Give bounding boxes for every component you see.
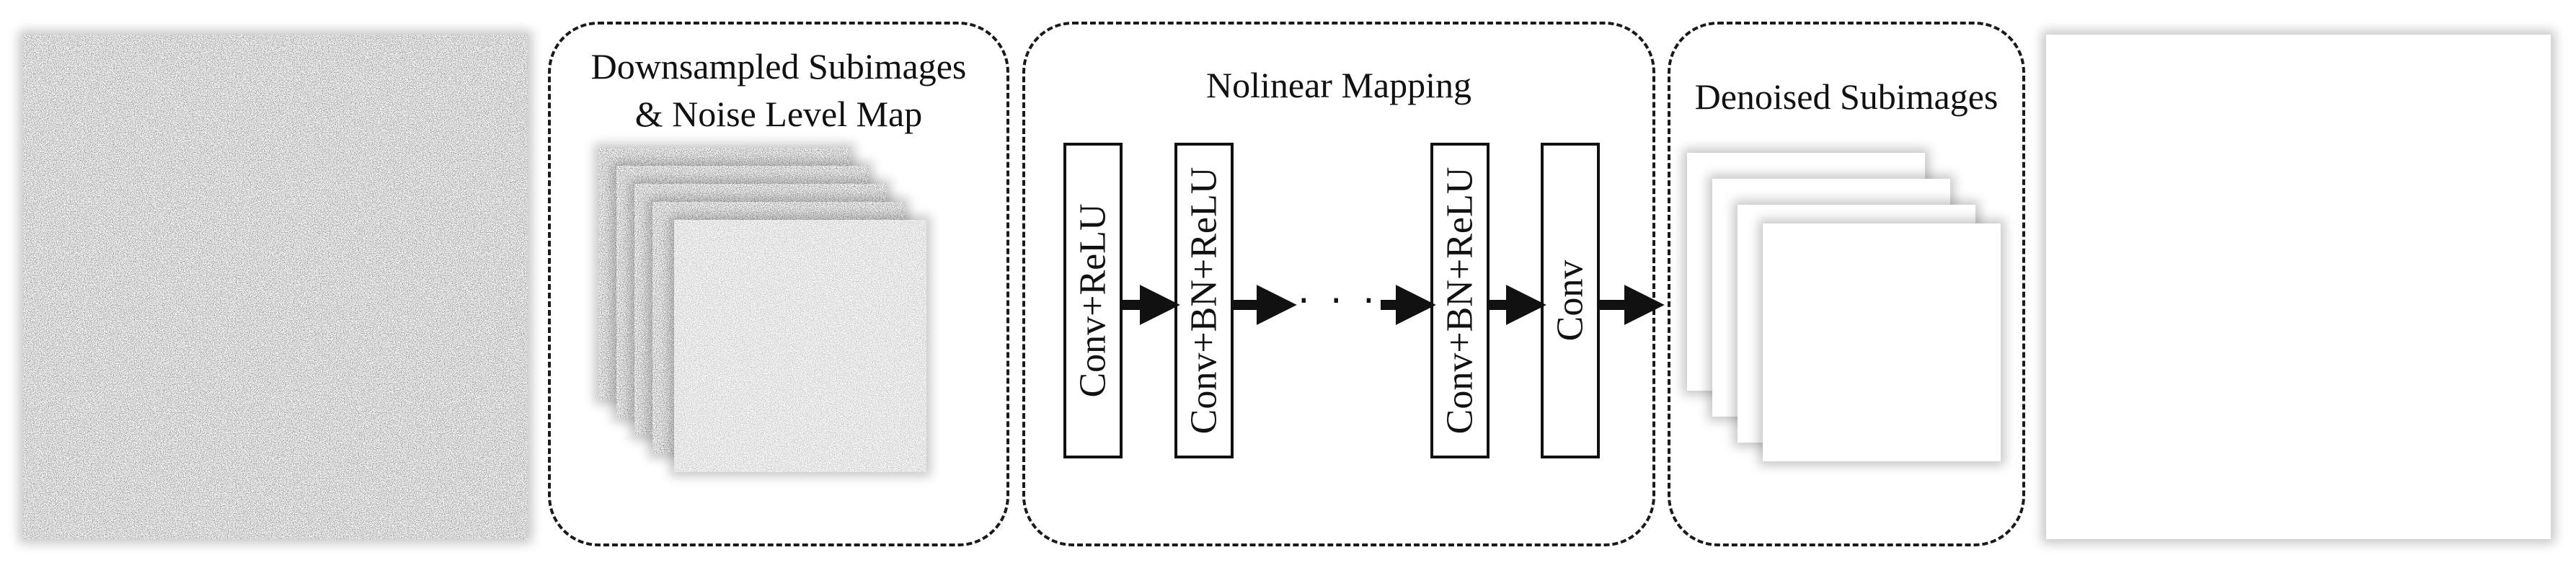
layer-conv-bn-relu-1: Conv+BN+ReLU <box>1174 143 1234 458</box>
ellipsis: · · · <box>1298 280 1379 323</box>
layer-conv-bn-relu-n: Conv+BN+ReLU <box>1430 143 1490 458</box>
noise-texture <box>23 35 528 539</box>
layer-label: Conv+BN+ReLU <box>1183 167 1225 435</box>
downsampled-panel <box>548 22 1009 546</box>
input-noisy-image <box>23 35 528 539</box>
layer-label: Conv+BN+ReLU <box>1439 167 1481 435</box>
layer-label: Conv <box>1549 259 1591 342</box>
output-denoised-image <box>2046 35 2551 539</box>
downsampled-title-line2: & Noise Level Map <box>634 94 923 134</box>
layer-conv-out: Conv <box>1541 143 1600 458</box>
denoised-subimage <box>1763 223 2001 461</box>
denoised-panel <box>1668 22 2025 546</box>
mapping-title: Nolinear Mapping <box>1206 65 1471 105</box>
layer-conv-relu: Conv+ReLU <box>1063 143 1123 458</box>
downsampled-title-line1: Downsampled Subimages <box>590 46 967 86</box>
noise-level-map <box>674 220 926 472</box>
layer-label: Conv+ReLU <box>1072 203 1114 398</box>
mapping-panel <box>1022 22 1655 546</box>
denoised-title: Denoised Subimages <box>1694 76 1999 117</box>
